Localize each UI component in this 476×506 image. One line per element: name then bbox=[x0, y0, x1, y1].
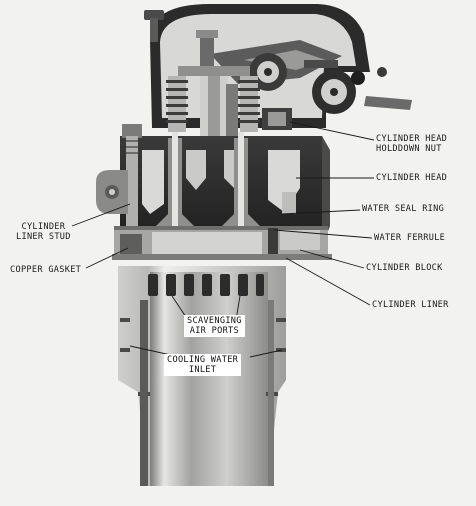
cylinder-liner bbox=[118, 266, 286, 486]
head-right-edge bbox=[306, 136, 330, 246]
label-cylinder-liner: CYLINDER LINER bbox=[372, 300, 449, 310]
label-water-seal-ring: WATER SEAL RING bbox=[362, 204, 445, 214]
label-cylinder-block: CYLINDER BLOCK bbox=[366, 263, 443, 273]
cover-bolt-head bbox=[144, 10, 164, 20]
label-scavenging-air-ports: SCAVENGING AIR PORTS bbox=[184, 315, 245, 337]
cylinder-block-upper bbox=[112, 226, 332, 260]
cylinder-head-body bbox=[120, 108, 322, 246]
liner-stud bbox=[122, 124, 142, 244]
valve-springs bbox=[166, 66, 260, 136]
rocker-mechanism bbox=[196, 30, 412, 114]
label-water-ferrule: WATER FERRULE bbox=[374, 233, 446, 243]
leader-lines bbox=[71, 121, 375, 358]
label-cylinder-head-holddown-nut: CYLINDER HEAD HOLDDOWN NUT bbox=[376, 134, 448, 154]
label-cooling-water-inlet: COOLING WATER INLET bbox=[164, 354, 242, 376]
water-ferrule-mark bbox=[268, 228, 278, 254]
side-boss bbox=[96, 170, 128, 214]
label-copper-gasket: COPPER GASKET bbox=[10, 265, 82, 275]
label-cylinder-head: CYLINDER HEAD bbox=[376, 173, 448, 183]
label-cylinder-liner-stud: CYLINDER LINER STUD bbox=[16, 222, 71, 242]
